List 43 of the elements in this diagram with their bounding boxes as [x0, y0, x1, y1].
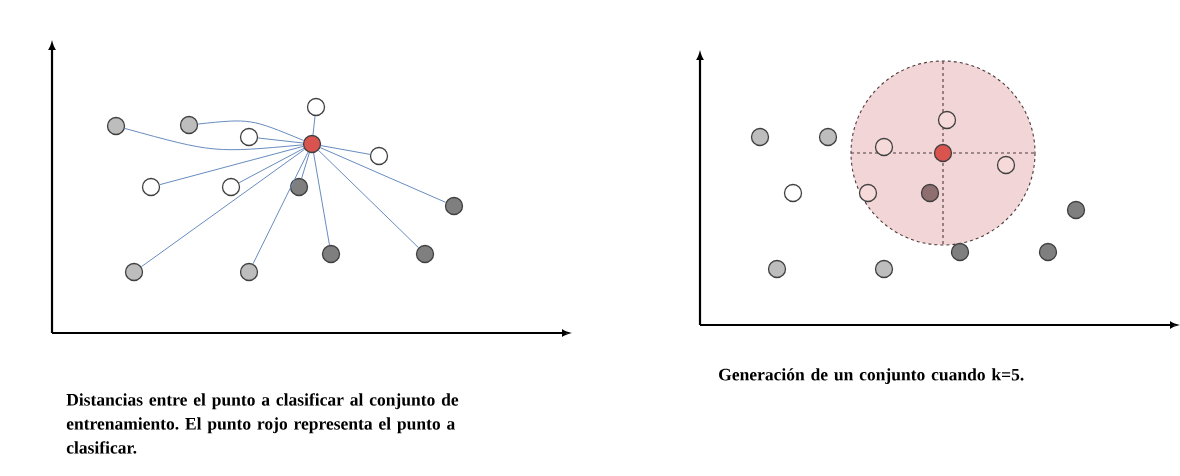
- point-marker: [302, 134, 322, 154]
- distance-line: [124, 127, 304, 151]
- distance-line: [318, 149, 419, 249]
- point-marker: [933, 143, 953, 163]
- point-marker: [106, 116, 126, 136]
- point-marker: [239, 127, 259, 147]
- point-marker: [239, 262, 259, 282]
- point-marker: [444, 196, 464, 216]
- point-marker: [858, 183, 878, 203]
- point-marker: [818, 127, 838, 147]
- point-marker: [221, 177, 241, 197]
- point-marker: [289, 177, 309, 197]
- point-marker: [920, 183, 940, 203]
- point-marker: [415, 244, 435, 264]
- point-marker: [1038, 242, 1058, 262]
- point-marker: [369, 146, 389, 166]
- point-marker: [783, 183, 803, 203]
- distance-line: [319, 147, 447, 203]
- distance-line: [320, 145, 371, 155]
- caption-text: Generación de un conjunto cuando k=5.: [719, 368, 1024, 385]
- distance-line: [197, 120, 305, 141]
- distance-line: [257, 137, 304, 144]
- point-marker: [750, 127, 770, 147]
- point-marker: [141, 177, 161, 197]
- distance-line: [140, 148, 306, 268]
- point-marker: [306, 97, 326, 117]
- point-marker: [1066, 200, 1086, 220]
- point-marker: [937, 110, 957, 130]
- point-marker: [321, 244, 341, 264]
- distance-line: [313, 152, 330, 246]
- point-marker: [179, 115, 199, 135]
- distance-line: [252, 151, 309, 265]
- point-marker: [767, 259, 787, 279]
- caption-text: Distancias entre el punto a clasificar al conjunto de entrenamiento. El punto rojo representa el punto a clasificar.: [66, 393, 459, 454]
- distance-line: [238, 147, 305, 184]
- point-marker: [874, 137, 894, 157]
- distance-line: [301, 152, 310, 179]
- distance-line: [159, 145, 304, 186]
- point-marker: [996, 155, 1016, 175]
- point-marker: [124, 262, 144, 282]
- point-marker: [950, 242, 970, 262]
- distance-line: [312, 115, 316, 136]
- point-marker: [874, 259, 894, 279]
